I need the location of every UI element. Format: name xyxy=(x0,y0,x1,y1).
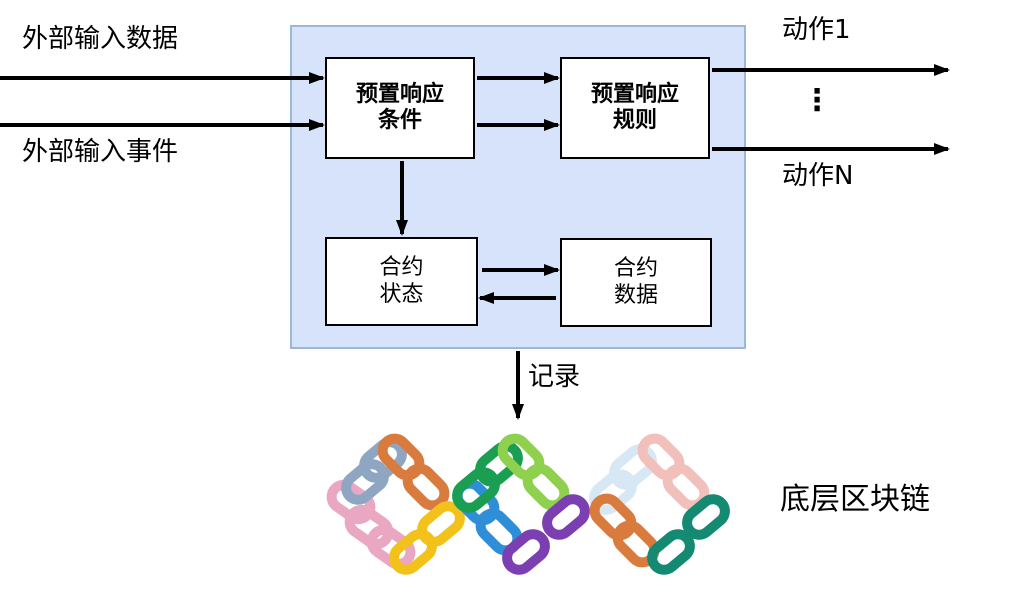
preset-condition-box: 预置响应 条件 xyxy=(325,57,475,159)
blockchain-chain-image xyxy=(326,433,730,575)
ellipsis-label: ⋮ xyxy=(802,83,832,118)
preset-rules-box: 预置响应 规则 xyxy=(560,57,710,159)
preset-rules-line1: 预置响应 xyxy=(590,81,679,107)
input-data-label: 外部输入数据 xyxy=(22,24,179,54)
action-n-label: 动作N xyxy=(782,161,854,191)
record-label: 记录 xyxy=(528,362,581,392)
contract-data-line2: 数据 xyxy=(613,282,658,308)
input-event-label: 外部输入事件 xyxy=(22,137,179,167)
blockchain-label: 底层区块链 xyxy=(780,482,930,517)
preset-condition-line1: 预置响应 xyxy=(355,81,444,107)
action-1-label: 动作1 xyxy=(782,15,851,45)
preset-rules-line2: 规则 xyxy=(612,108,657,133)
contract-data-box: 合约 数据 xyxy=(560,238,712,327)
contract-state-box: 合约 状态 xyxy=(325,237,478,326)
contract-state-line2: 状态 xyxy=(379,281,424,307)
preset-condition-line2: 条件 xyxy=(377,108,422,133)
contract-data-line1: 合约 xyxy=(613,256,658,282)
contract-state-line1: 合约 xyxy=(379,255,424,281)
